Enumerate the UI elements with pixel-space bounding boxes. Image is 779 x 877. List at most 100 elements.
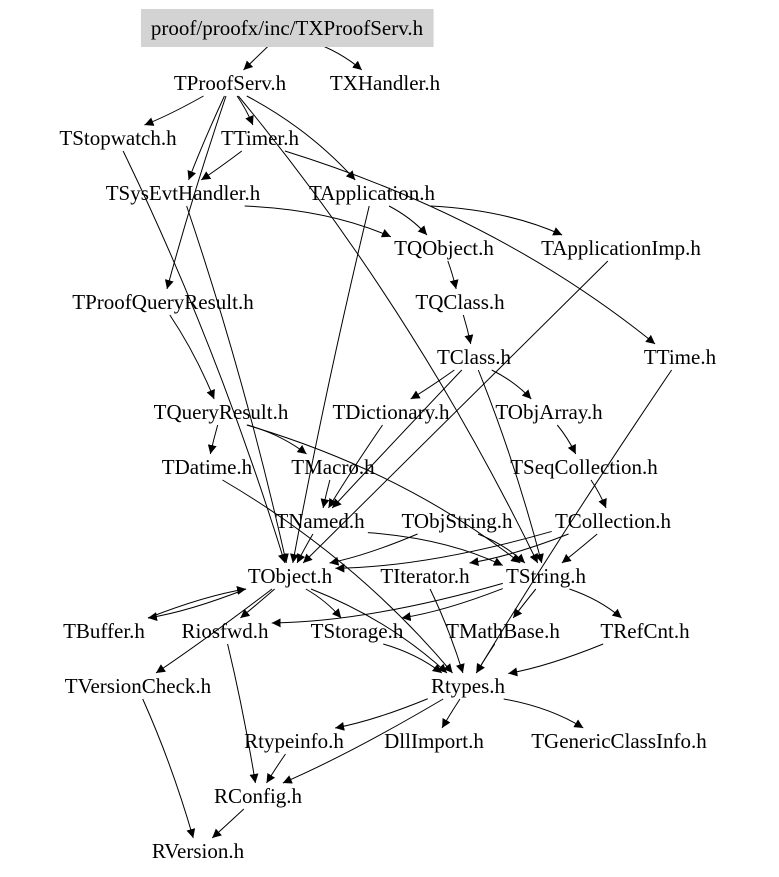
node-TTimer[interactable]: TTimer.h [219, 125, 301, 151]
node-label: TTime.h [644, 345, 717, 369]
edge-TClass-to-TObjArray [491, 369, 532, 400]
edge-TClass-to-TDictionary [410, 369, 455, 400]
edge-TString-to-Riosfwd [271, 582, 503, 628]
edge-TSysEvtHandler-to-TQObject [244, 205, 392, 238]
node-TMacro[interactable]: TMacro.h [289, 454, 377, 480]
edge-TCollection-to-TObject [335, 530, 552, 573]
node-label: TStorage.h [311, 619, 404, 643]
node-TRefCnt[interactable]: TRefCnt.h [598, 618, 692, 644]
edge-TCollection-to-TString [561, 533, 598, 564]
node-TObject[interactable]: TObject.h [246, 563, 335, 589]
node-label: TProofServ.h [174, 71, 287, 95]
node-label: TNamed.h [275, 509, 365, 533]
edge-TClass-to-TString [477, 369, 544, 564]
edge-TString-to-TMathBase [512, 588, 537, 619]
edge-TObject-to-Rtypes [310, 588, 448, 674]
node-label: TMacro.h [291, 455, 375, 479]
nodes-layer: proof/proofx/inc/TXProofServ.hTProofServ… [57, 9, 719, 864]
node-TVersionCheck[interactable]: TVersionCheck.h [63, 673, 214, 699]
node-TApplication[interactable]: TApplication.h [307, 180, 438, 206]
node-RVersion[interactable]: RVersion.h [150, 838, 247, 864]
node-label: TObjArray.h [495, 400, 603, 424]
edge-TApplication-to-TQObject [388, 205, 428, 236]
node-label: TQClass.h [415, 290, 505, 314]
node-label: DllImport.h [384, 729, 484, 753]
node-label: Rtypeinfo.h [244, 729, 344, 753]
node-label: TTimer.h [221, 126, 299, 150]
edge-TProofServ-to-TString [237, 95, 539, 564]
node-label: TSeqCollection.h [510, 455, 658, 479]
node-label: TDatime.h [162, 455, 253, 479]
node-TQObject[interactable]: TQObject.h [392, 235, 496, 261]
edge-TTime-to-Rtypes [475, 369, 673, 674]
node-TObjArray[interactable]: TObjArray.h [493, 399, 605, 425]
node-label: TDictionary.h [332, 400, 450, 424]
edge-TQueryResult-to-TDatime [207, 424, 219, 455]
edge-TNamed-to-TObject [296, 533, 314, 564]
node-label: TString.h [506, 564, 586, 588]
node-label: Riosfwd.h [182, 619, 269, 643]
edge-TIterator-to-Rtypes [429, 588, 465, 674]
edge-TVersionCheck-to-RVersion [142, 698, 196, 839]
node-TDatime[interactable]: TDatime.h [160, 454, 255, 480]
node-label: TRefCnt.h [600, 619, 690, 643]
node-label: TVersionCheck.h [65, 674, 212, 698]
node-label: TClass.h [437, 345, 512, 369]
node-label: TStopwatch.h [59, 126, 177, 150]
edge-TDictionary-to-TNamed [328, 424, 383, 509]
node-TProofServ[interactable]: TProofServ.h [172, 70, 289, 96]
node-TQClass[interactable]: TQClass.h [413, 289, 507, 315]
node-TApplicationImp[interactable]: TApplicationImp.h [539, 235, 703, 261]
node-TDictionary[interactable]: TDictionary.h [330, 399, 452, 425]
node-TIterator[interactable]: TIterator.h [378, 563, 472, 589]
edge-TStorage-to-Rtypes [383, 643, 443, 674]
edge-TNamed-to-TString [367, 532, 504, 566]
node-TQueryResult[interactable]: TQueryResult.h [152, 399, 291, 425]
node-TCollection[interactable]: TCollection.h [553, 508, 674, 534]
node-DllImport[interactable]: DllImport.h [382, 728, 486, 754]
node-TStopwatch[interactable]: TStopwatch.h [57, 125, 179, 151]
node-Rtypeinfo[interactable]: Rtypeinfo.h [242, 728, 346, 754]
node-TObjString[interactable]: TObjString.h [399, 508, 515, 534]
node-TClass[interactable]: TClass.h [435, 344, 514, 370]
edge-TProofServ-to-TApplication [246, 95, 356, 181]
edge-TBuffer-to-TObject [147, 585, 247, 619]
node-TProofQueryResult[interactable]: TProofQueryResult.h [70, 289, 256, 315]
edge-TDatime-to-Rtypes [222, 479, 453, 674]
node-TNamed[interactable]: TNamed.h [273, 508, 367, 534]
node-RConfig[interactable]: RConfig.h [212, 783, 305, 809]
node-TBuffer[interactable]: TBuffer.h [61, 618, 147, 644]
node-TMathBase[interactable]: TMathBase.h [444, 618, 562, 644]
edge-TSeqCollection-to-TCollection [590, 479, 607, 509]
node-label: TQueryResult.h [154, 400, 289, 424]
edge-TApplication-to-TApplicationImp [430, 205, 563, 236]
edge-TApplicationImp-to-TObject [302, 260, 609, 564]
node-label: TObjString.h [401, 509, 513, 533]
node-Riosfwd[interactable]: Riosfwd.h [180, 618, 271, 644]
node-label: RVersion.h [152, 839, 245, 863]
node-TSeqCollection[interactable]: TSeqCollection.h [508, 454, 660, 480]
node-TSysEvtHandler[interactable]: TSysEvtHandler.h [104, 180, 263, 206]
node-TStorage[interactable]: TStorage.h [309, 618, 406, 644]
edge-Rtypes-to-Rtypeinfo [335, 698, 428, 731]
edge-TCollection-to-TIterator [469, 533, 569, 567]
node-label: TBuffer.h [63, 619, 145, 643]
node-box [140, 9, 434, 47]
edge-TMacro-to-TNamed [320, 479, 331, 509]
node-label: TObject.h [248, 564, 333, 588]
edge-Riosfwd-to-RConfig [227, 643, 259, 784]
node-TGenericClassInfo[interactable]: TGenericClassInfo.h [529, 728, 709, 754]
edges-layer [122, 40, 673, 839]
edge-Rtypes-to-RConfig [282, 698, 444, 784]
edge-TStopwatch-to-TObject [122, 150, 287, 564]
node-TString[interactable]: TString.h [504, 563, 588, 589]
node-root[interactable]: proof/proofx/inc/TXProofServ.h [140, 9, 434, 47]
node-label: TMathBase.h [446, 619, 560, 643]
edge-TTimer-to-TSysEvtHandler [200, 150, 243, 181]
node-Rtypes[interactable]: Rtypes.h [429, 673, 508, 699]
node-TXHandler[interactable]: TXHandler.h [328, 70, 443, 96]
edge-TString-to-TRefCnt [569, 588, 622, 619]
edge-TString-to-TStorage [401, 588, 503, 622]
node-TTime[interactable]: TTime.h [642, 344, 719, 370]
